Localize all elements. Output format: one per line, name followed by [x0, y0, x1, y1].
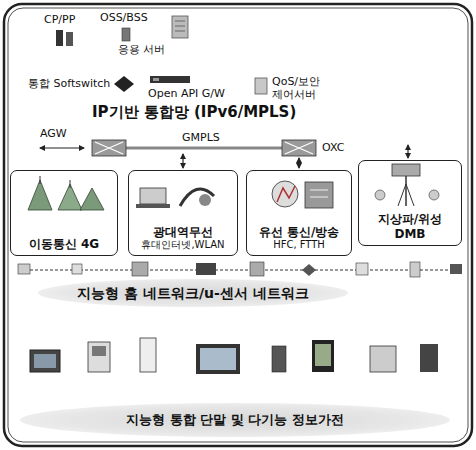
- qos-server-icon: [255, 78, 267, 94]
- device-icons: [312, 340, 334, 372]
- wireless-icon: [180, 189, 214, 206]
- outer-frame: [4, 4, 472, 446]
- device-icons: [88, 342, 110, 372]
- component-label: OXC: [322, 142, 344, 155]
- component-label: AGW: [40, 128, 67, 141]
- broadcast-icon: [429, 190, 439, 200]
- device-icons: [30, 350, 60, 372]
- broadcast-icon: [398, 184, 414, 206]
- device-icons: [200, 348, 236, 370]
- component-label: 응용 서버: [118, 44, 166, 57]
- box-title: 광대역무선: [153, 225, 213, 239]
- box-subtitle: 휴대인터넷,WLAN: [141, 239, 224, 251]
- softswitch-icon: [114, 76, 134, 92]
- home-network-line: [302, 264, 316, 276]
- home-network-line: [250, 262, 264, 276]
- server-icons: [172, 16, 188, 38]
- broadcast-icon: [375, 190, 385, 200]
- network-band: 지능형 통합 단말 및 다기능 정보가전: [20, 403, 450, 437]
- wireless-icon: [136, 204, 170, 208]
- qos-server-icon: [255, 78, 267, 94]
- backbone-routers: [282, 140, 316, 156]
- component-label: 통합 Softswitch: [28, 78, 110, 91]
- device-icons: [370, 346, 396, 372]
- broadcast-icon: [392, 164, 420, 176]
- wired-icon: [272, 181, 298, 207]
- outer-frame: [4, 4, 472, 446]
- device-icons: [30, 338, 438, 374]
- access-arrows: [40, 147, 84, 148]
- broadcast-icon: [375, 164, 439, 206]
- gateway-icon: [150, 76, 190, 83]
- gateway-icon: [150, 76, 190, 83]
- band-label: 지능형 홈 네트워크/u-센서 네트워크: [77, 285, 309, 302]
- wired-icon: [272, 181, 333, 208]
- network-band: 지능형 홈 네트워크/u-센서 네트워크: [38, 279, 348, 307]
- outer-frame: [8, 8, 468, 442]
- wired-icon: [305, 182, 333, 208]
- device-icons: [34, 354, 56, 368]
- access-network-box: 이동통신 4G: [10, 170, 118, 256]
- band-label: 지능형 통합 단말 및 다기능 정보가전: [126, 412, 344, 428]
- mobile-icon: [80, 188, 104, 210]
- device-icons: [140, 338, 156, 372]
- softswitch-icon: [114, 76, 134, 92]
- wireless-icon: [140, 188, 166, 204]
- mobile-icon: [28, 176, 104, 210]
- mobile-icon: [70, 180, 71, 188]
- backbone-routers: [95, 142, 123, 154]
- home-network-line: [18, 262, 462, 277]
- access-network-box: 유선 통신/방송HFC, FTTH: [246, 170, 352, 256]
- box-title: 지상파/위성 DMB: [363, 212, 457, 241]
- access-network-box: 광대역무선휴대인터넷,WLAN: [128, 170, 238, 256]
- box-title: 유선 통신/방송: [259, 225, 340, 239]
- home-network-line: [450, 264, 462, 274]
- home-network-line: [18, 264, 30, 274]
- backbone-routers: [126, 147, 282, 150]
- broadcast-icon: [405, 176, 407, 206]
- wireless-icon: [136, 188, 214, 208]
- box-title: 이동통신 4G: [29, 237, 99, 251]
- component-label: GMPLS: [182, 132, 220, 145]
- component-label: QoS/보안 제어서버: [272, 76, 338, 101]
- device-icons: [92, 346, 106, 356]
- component-label: Open API G/W: [148, 88, 225, 101]
- device-icons: [315, 344, 331, 366]
- component-label: CP/PP: [44, 14, 75, 27]
- home-network-line: [196, 263, 216, 275]
- mobile-icon: [28, 180, 52, 210]
- gateway-icon: [153, 78, 159, 81]
- backbone-routers: [92, 140, 126, 156]
- server-icons: [175, 26, 185, 27]
- access-arrows: [407, 145, 408, 158]
- server-icons: [122, 28, 130, 41]
- server-icons: [175, 31, 185, 32]
- home-network-line: [20, 270, 462, 271]
- wired-icon: [277, 186, 295, 202]
- home-network-line: [132, 262, 148, 276]
- access-arrows: [182, 154, 183, 168]
- device-icons: [420, 344, 438, 372]
- access-arrows: [298, 158, 299, 168]
- device-icons: [196, 344, 240, 374]
- server-icons: [56, 30, 63, 46]
- home-network-line: [356, 263, 368, 275]
- home-network-line: [410, 262, 420, 277]
- wireless-icon: [199, 194, 211, 206]
- backbone-routers: [285, 142, 313, 154]
- home-network-line: [72, 264, 82, 274]
- device-icons: [272, 346, 286, 372]
- wired-icon: [310, 190, 328, 197]
- server-icons: [66, 32, 73, 46]
- box-subtitle: HFC, FTTH: [273, 239, 325, 251]
- server-icons: [175, 21, 185, 22]
- component-label: OSS/BSS: [100, 12, 148, 25]
- network-title: IP기반 통합망 (IPv6/MPLS): [92, 104, 296, 121]
- access-arrows: [40, 145, 408, 168]
- access-network-box: 지상파/위성 DMB: [358, 160, 462, 246]
- mobile-icon: [40, 176, 41, 184]
